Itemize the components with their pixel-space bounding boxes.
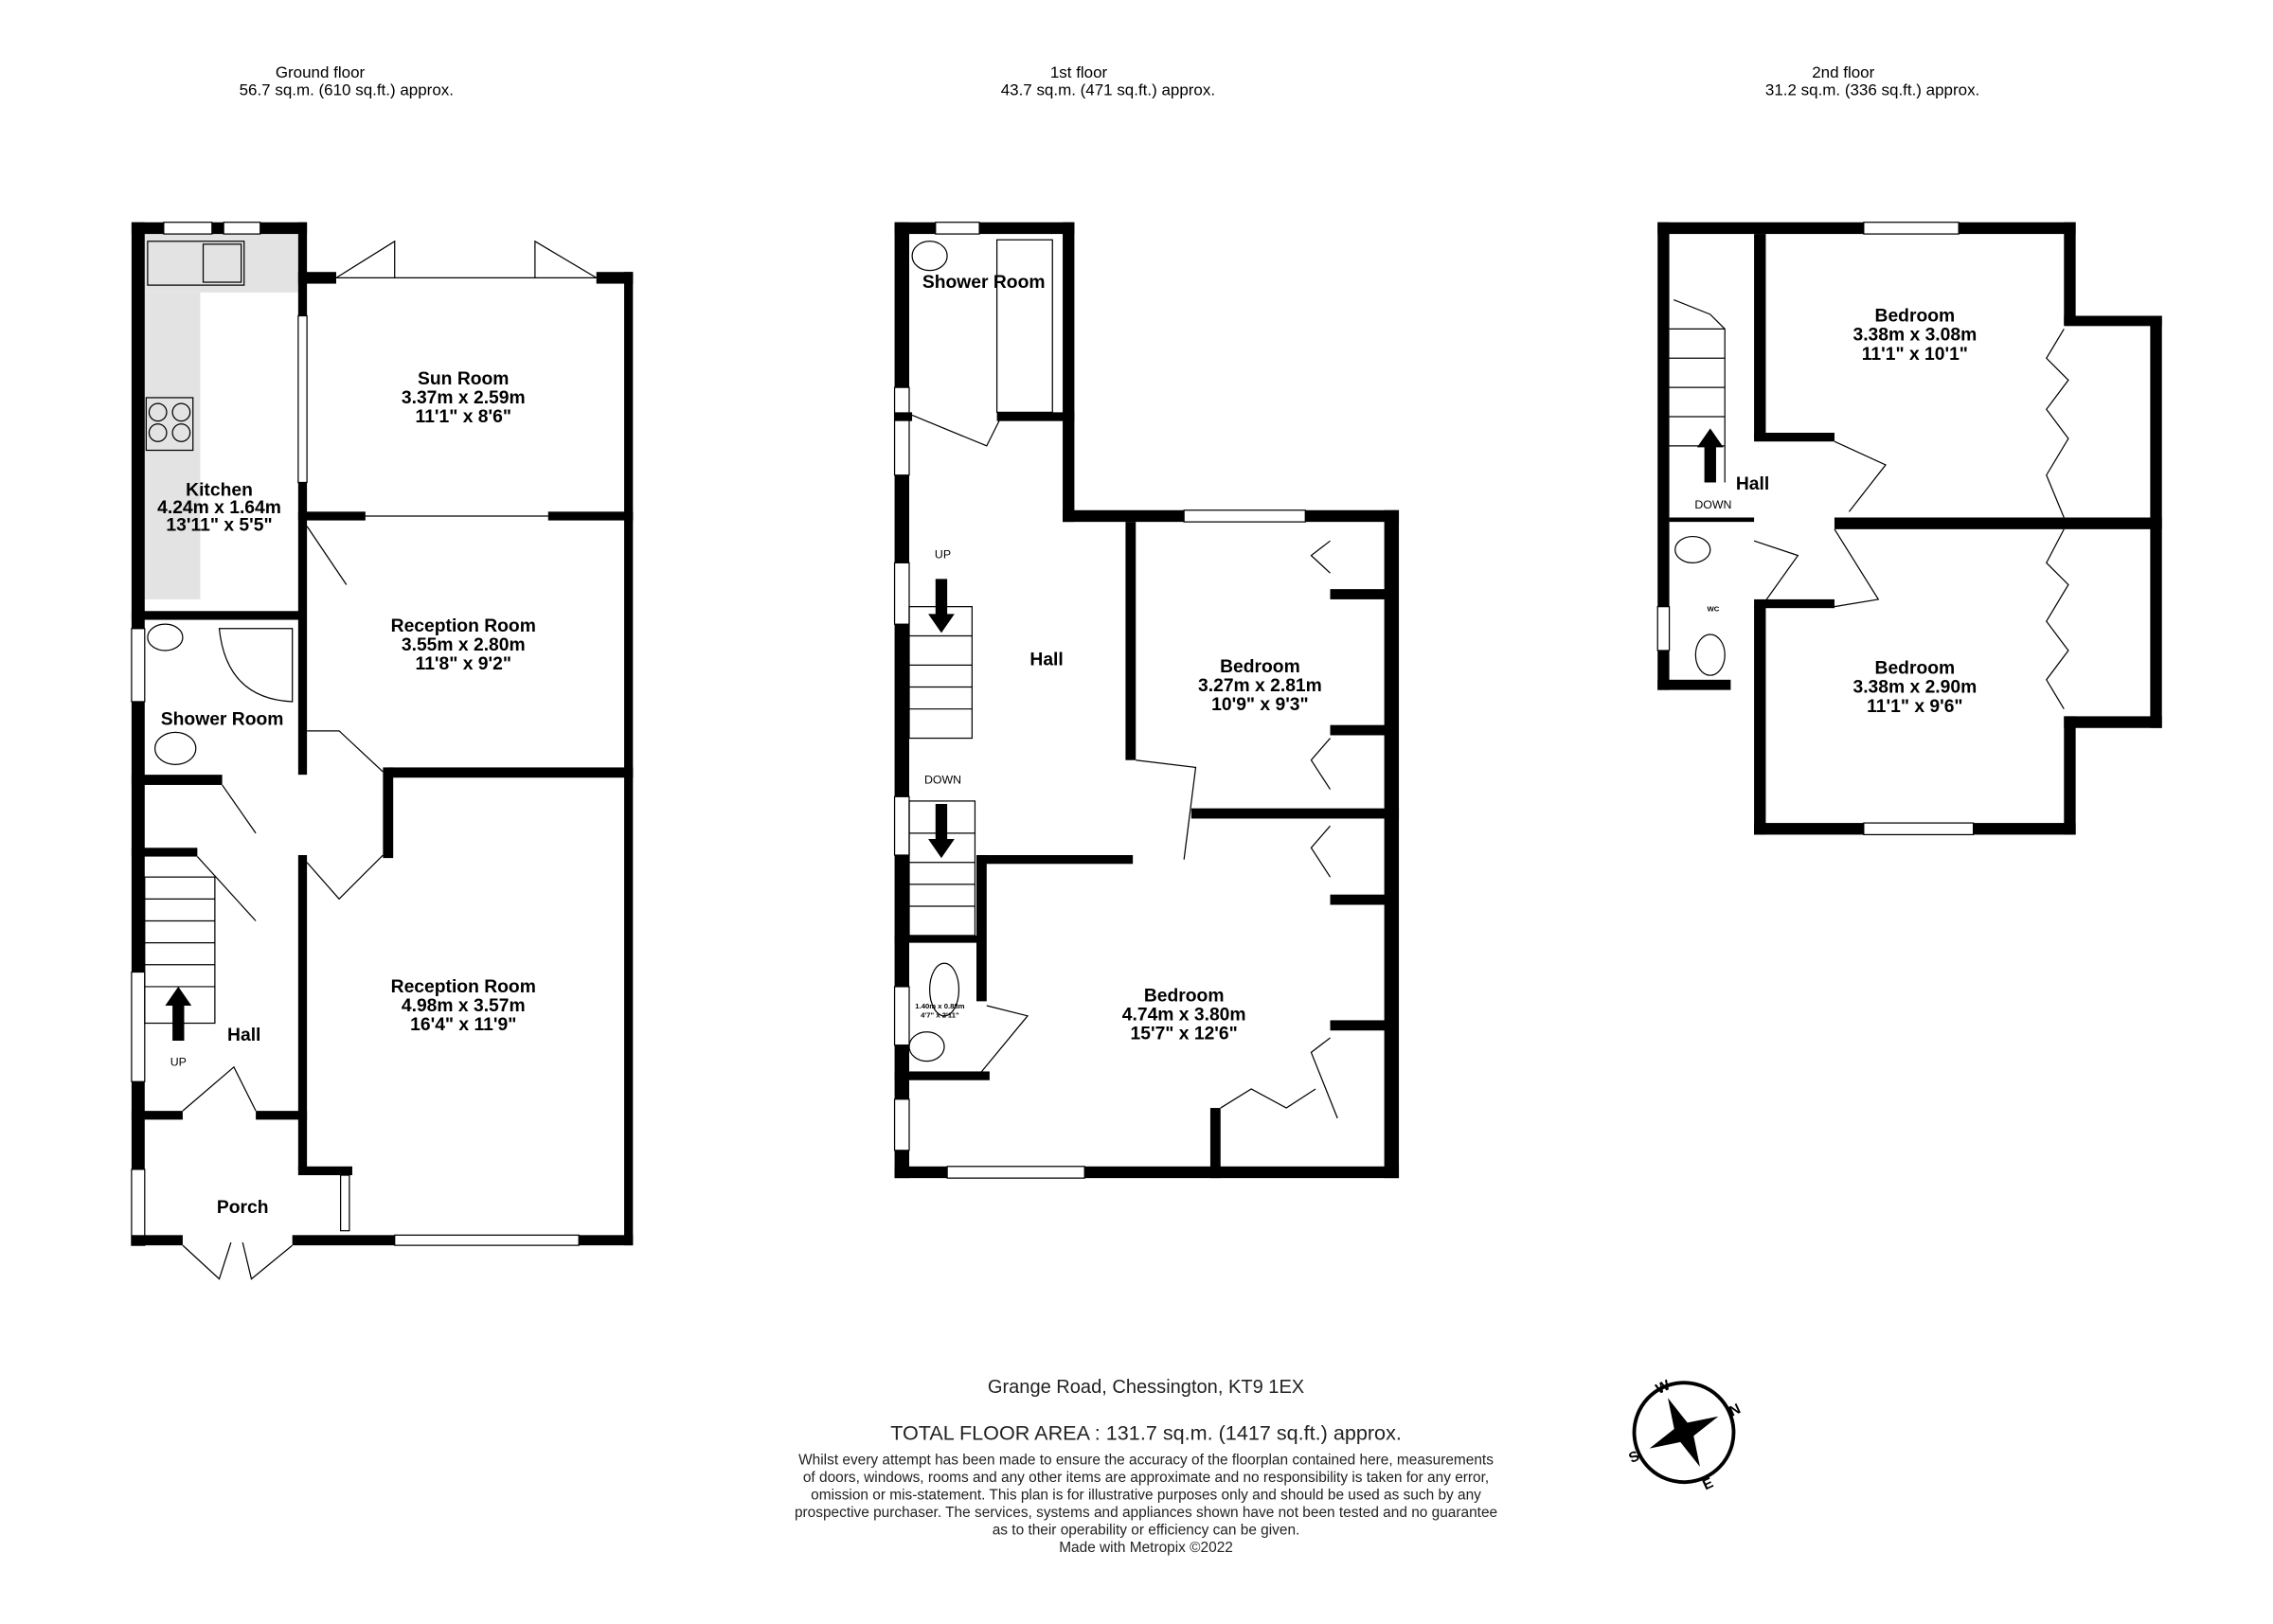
room-wc: WC — [1707, 604, 1719, 613]
room-name: Bedroom — [1144, 986, 1225, 1006]
room-name: Reception Room — [391, 977, 536, 997]
room-imperial: 15'7" x 12'6" — [1131, 1025, 1238, 1044]
room-porch: Porch — [217, 1198, 269, 1218]
room-bedroom-2: Bedroom 3.38m x 2.90m 11'1" x 9'6" — [1852, 659, 1977, 717]
compass-w: W — [1654, 1377, 1673, 1398]
room-metric: 3.27m x 2.81m — [1198, 676, 1322, 696]
total-floor-area: TOTAL FLOOR AREA : 131.7 sq.m. (1417 sq.… — [890, 1420, 1402, 1444]
room-reception-1: Reception Room 3.55m x 2.80m 11'8" x 9'2… — [391, 616, 536, 674]
room-kitchen: Kitchen 4.24m x 1.64m 13'11" x 5'5" — [157, 480, 281, 535]
stair-arrow-up-icon — [165, 986, 192, 1042]
compass-n: N — [1727, 1401, 1743, 1419]
disclaimer-line: prospective purchaser. The services, sys… — [795, 1505, 1497, 1521]
stair-label-down: DOWN — [924, 773, 961, 786]
ground-floor-plan: UP Kitchen 4.24m x 1.64m 13'11" x 5'5" S… — [131, 222, 634, 1280]
room-name: Bedroom — [1875, 307, 1956, 327]
room-hall: Hall — [227, 1026, 260, 1045]
room-sun-room: Sun Room 3.37m x 2.59m 11'1" x 8'6" — [402, 369, 526, 427]
second-floor-plan: DOWN Bedroom 3.38m x 3.08m 11'1" x 10'1"… — [1656, 222, 2162, 836]
room-imperial: 11'1" x 10'1" — [1862, 345, 1968, 365]
floor-name: Ground floor — [276, 63, 366, 81]
stair-arrow-down-icon — [928, 579, 955, 634]
room-metric: 3.38m x 2.90m — [1852, 678, 1977, 698]
room-bedroom-1: Bedroom 3.27m x 2.81m 10'9" x 9'3" — [1198, 657, 1322, 715]
room-imperial: 16'4" x 11'9" — [410, 1015, 516, 1035]
footer: Grange Road, Chessington, KT9 1EX TOTAL … — [795, 1377, 1497, 1556]
stair-arrow-down-icon — [928, 804, 955, 859]
room-imperial: 13'11" x 5'5" — [166, 515, 272, 535]
room-imperial: 11'1" x 8'6" — [416, 407, 511, 427]
disclaimer-line: of doors, windows, rooms and any other i… — [803, 1470, 1489, 1486]
room-imperial: 10'9" x 9'3" — [1211, 695, 1309, 715]
floor-area: 31.2 sq.m. (336 sq.ft.) approx. — [1765, 80, 1979, 98]
room-wc-dimensions: 1.40m x 0.88m 4'7" x 2'11" — [915, 1002, 964, 1019]
room-name: Bedroom — [1875, 659, 1956, 679]
floor-area: 43.7 sq.m. (471 sq.ft.) approx. — [1001, 80, 1215, 98]
floor-name: 1st floor — [1050, 63, 1108, 81]
stair-label-down: DOWN — [1694, 498, 1731, 511]
room-imperial: 11'8" x 9'2" — [416, 654, 511, 674]
room-metric: 3.55m x 2.80m — [402, 635, 526, 655]
staircase — [144, 876, 216, 1042]
room-shower-room: Shower Room — [161, 710, 284, 730]
room-name: Bedroom — [1220, 657, 1300, 677]
room-metric: 3.37m x 2.59m — [402, 388, 526, 408]
room-metric: 4.74m x 3.80m — [1122, 1005, 1246, 1025]
disclaimer-line: Whilst every attempt has been made to en… — [798, 1453, 1494, 1469]
compass-icon: W N S E — [1626, 1377, 1743, 1493]
room-metric: 4.98m x 3.57m — [402, 996, 526, 1016]
room-name: Reception Room — [391, 616, 536, 636]
floor-area: 56.7 sq.m. (610 sq.ft.) approx. — [240, 80, 454, 98]
compass-e: E — [1700, 1474, 1716, 1493]
disclaimer-line: omission or mis-statement. This plan is … — [811, 1488, 1481, 1504]
room-reception-2: Reception Room 4.98m x 3.57m 16'4" x 11'… — [391, 977, 536, 1035]
stair-arrow-up-icon — [1696, 428, 1724, 483]
staircase-down — [908, 800, 976, 937]
room-bedroom-2: Bedroom 4.74m x 3.80m 15'7" x 12'6" — [1122, 986, 1246, 1044]
stair-label: UP — [170, 1055, 187, 1068]
room-bedroom-1: Bedroom 3.38m x 3.08m 11'1" x 10'1" — [1852, 307, 1977, 365]
compass-s: S — [1626, 1448, 1642, 1467]
first-floor-plan: UP DOWN Shower Room Hall Bedroom 3.27m x… — [893, 222, 1400, 1179]
ground-floor-header: Ground floor 56.7 sq.m. (610 sq.ft.) app… — [240, 63, 454, 99]
room-name: Kitchen — [186, 480, 253, 500]
room-metric: 3.38m x 3.08m — [1852, 326, 1977, 346]
address: Grange Road, Chessington, KT9 1EX — [988, 1377, 1304, 1398]
room-hall: Hall — [1029, 650, 1063, 669]
room-metric: 4.24m x 1.64m — [157, 498, 281, 518]
room-hall: Hall — [1736, 474, 1769, 494]
room-imperial: 4'7" x 2'11" — [921, 1010, 959, 1019]
stair-label-up: UP — [935, 548, 951, 562]
room-metric: 1.40m x 0.88m — [915, 1002, 964, 1010]
staircase — [1669, 298, 1726, 483]
first-floor-header: 1st floor 43.7 sq.m. (471 sq.ft.) approx… — [1001, 63, 1215, 99]
disclaimer-line: as to their operability or efficiency ca… — [993, 1523, 1300, 1539]
room-name: Sun Room — [418, 369, 509, 389]
credit: Made with Metropix ©2022 — [1059, 1540, 1233, 1556]
staircase-up — [908, 579, 973, 740]
room-shower-room: Shower Room — [922, 273, 1046, 293]
room-imperial: 11'1" x 9'6" — [1867, 697, 1962, 717]
second-floor-header: 2nd floor 31.2 sq.m. (336 sq.ft.) approx… — [1765, 63, 1979, 99]
floor-name: 2nd floor — [1812, 63, 1874, 81]
